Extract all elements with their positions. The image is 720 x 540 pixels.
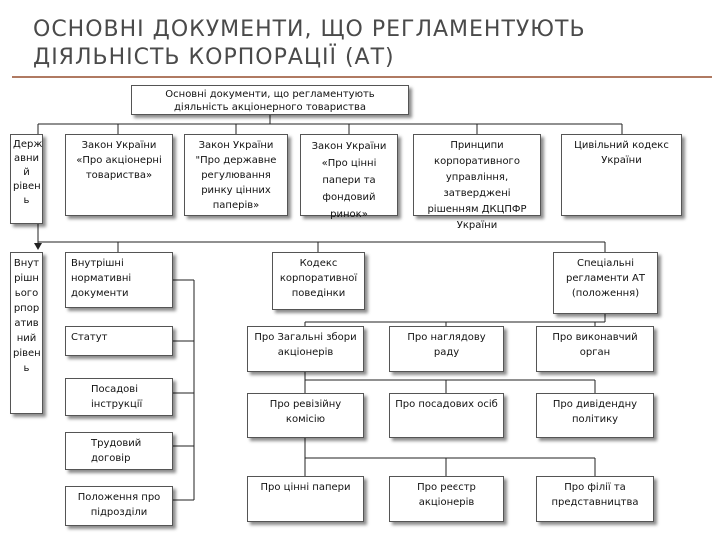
regulation-audit-commission: Про ревізійну комісію (247, 393, 364, 438)
state-doc-law-joint-stock: Закон України «Про акціонерні товариства… (65, 134, 173, 216)
level-label-internal: Внут рішн ього рпор атив ний рівен ь (10, 252, 43, 414)
normative-doc-charter: Статут (65, 326, 173, 356)
state-doc-governance-principles: Принципи корпоративного управління, затв… (413, 134, 541, 231)
state-doc-law-securities-market: Закон України «Про цінні папери та фондо… (300, 134, 398, 220)
special-regulations-box: Спеціальні регламенти АТ (положення) (553, 252, 658, 314)
slide-title: ОСНОВНІ ДОКУМЕНТИ, ЩО РЕГЛАМЕНТУЮТЬ ДІЯЛ… (33, 17, 586, 70)
state-doc-civil-code: Цивільний кодекс України (561, 134, 682, 216)
regulation-securities: Про цінні папери (247, 476, 364, 522)
state-doc-law-securities-regulation: Закон України "Про державне регулювання … (184, 134, 288, 216)
regulation-dividend-policy: Про дивідендну політику (536, 393, 654, 438)
normative-doc-department-regulations: Положення про підрозділи (65, 486, 173, 526)
regulation-supervisory-board: Про наглядову раду (389, 326, 504, 372)
corporate-code-box: Кодекс корпоративної поведінки (272, 252, 365, 310)
arrow-head (34, 243, 42, 250)
root-box: Основні документи, що регламентують діял… (131, 85, 409, 115)
internal-normative-docs-box: Внутрішні нормативні документи (65, 252, 173, 308)
normative-doc-job-descriptions: Посадові інструкції (65, 378, 173, 416)
regulation-executive-body: Про виконавчий орган (536, 326, 654, 372)
regulation-branches: Про філії та представництва (536, 476, 654, 522)
regulation-general-meeting: Про Загальні збори акціонерів (247, 326, 364, 372)
normative-doc-employment-contract: Трудовий договір (65, 432, 173, 470)
regulation-shareholder-register: Про реєстр акціонерів (389, 476, 504, 522)
regulation-officials: Про посадових осіб (389, 393, 504, 438)
level-label-state: Держ авни й рівен ь (10, 134, 43, 224)
title-divider (12, 76, 712, 78)
